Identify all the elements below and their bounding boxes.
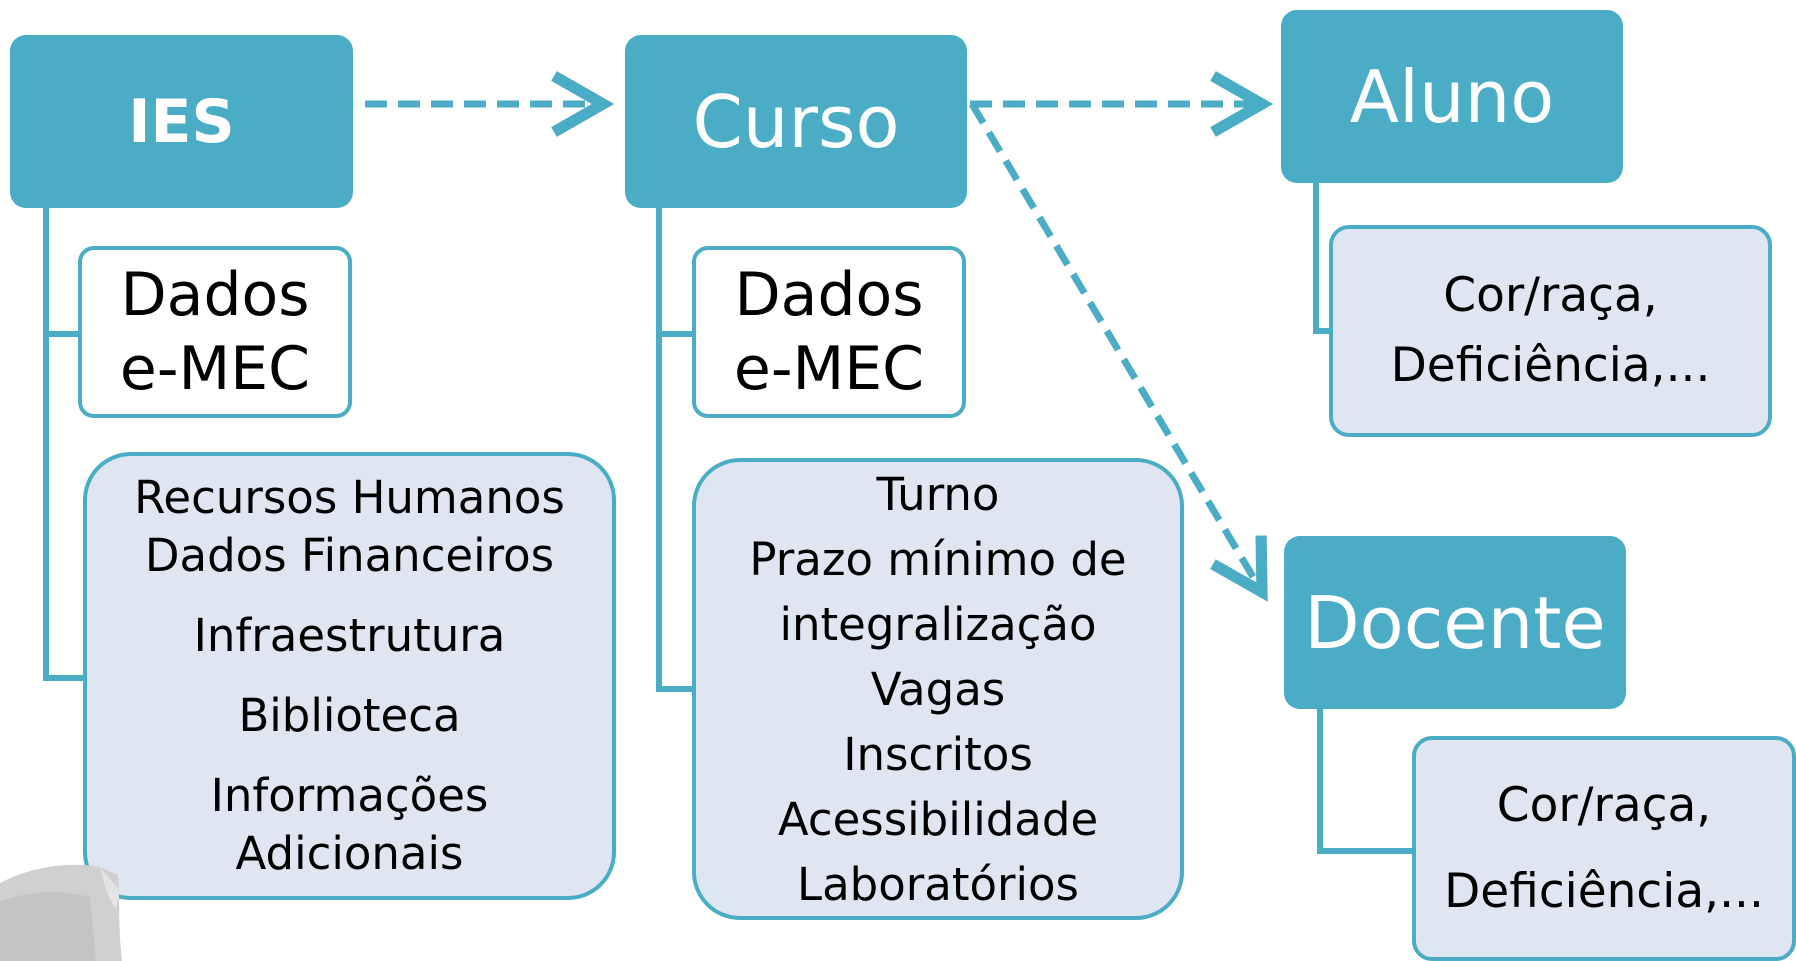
curso-item: Laboratórios xyxy=(797,857,1079,911)
ies-item: Adicionais xyxy=(235,827,464,880)
curso-item: Inscritos xyxy=(843,727,1033,781)
ies-items-box: Recursos Humanos Dados Financeiros Infra… xyxy=(83,452,616,900)
curso-item: Prazo mínimo de xyxy=(749,532,1127,586)
curso-dados-box: Dados e-MEC xyxy=(692,246,966,418)
docente-items-box: Cor/raça, Deficiência,... xyxy=(1412,736,1796,961)
curso-connector-bottom xyxy=(656,205,696,692)
aluno-item: Deficiência,... xyxy=(1390,338,1711,393)
aluno-connector xyxy=(1313,180,1333,334)
ies-item: Recursos Humanos xyxy=(134,471,565,524)
ies-header: IES xyxy=(10,35,353,208)
ies-dados-box: Dados e-MEC xyxy=(78,246,352,418)
aluno-item: Cor/raça, xyxy=(1443,268,1658,323)
ies-item: Biblioteca xyxy=(238,689,461,742)
curso-items-box: Turno Prazo mínimo de integralização Vag… xyxy=(692,458,1184,920)
curso-dados-line-1: Dados xyxy=(734,260,924,330)
ies-dados-line-2: e-MEC xyxy=(119,334,311,404)
docente-header: Docente xyxy=(1284,536,1626,709)
ies-dados-line-1: Dados xyxy=(120,260,310,330)
ies-item: Informações xyxy=(210,769,489,822)
ies-connector-bottom xyxy=(43,205,85,681)
curso-item: Turno xyxy=(876,467,1000,521)
docente-connector xyxy=(1317,705,1414,854)
decorative-figure xyxy=(0,864,122,961)
curso-title: Curso xyxy=(692,79,900,164)
ies-title: IES xyxy=(128,86,235,157)
aluno-header: Aluno xyxy=(1281,10,1623,183)
arrow-curso-to-docente xyxy=(968,102,1268,602)
curso-item: integralização xyxy=(779,597,1097,651)
curso-item: Acessibilidade xyxy=(777,792,1099,846)
curso-header: Curso xyxy=(625,35,967,208)
ies-item: Dados Financeiros xyxy=(144,529,555,582)
aluno-title: Aluno xyxy=(1349,54,1555,139)
aluno-items-box: Cor/raça, Deficiência,... xyxy=(1329,225,1772,437)
docente-item: Deficiência,... xyxy=(1444,863,1764,919)
docente-title: Docente xyxy=(1304,580,1606,665)
curso-dados-line-2: e-MEC xyxy=(733,334,925,404)
ies-item: Infraestrutura xyxy=(193,609,506,662)
curso-item: Vagas xyxy=(870,662,1006,716)
docente-item: Cor/raça, xyxy=(1496,777,1712,833)
